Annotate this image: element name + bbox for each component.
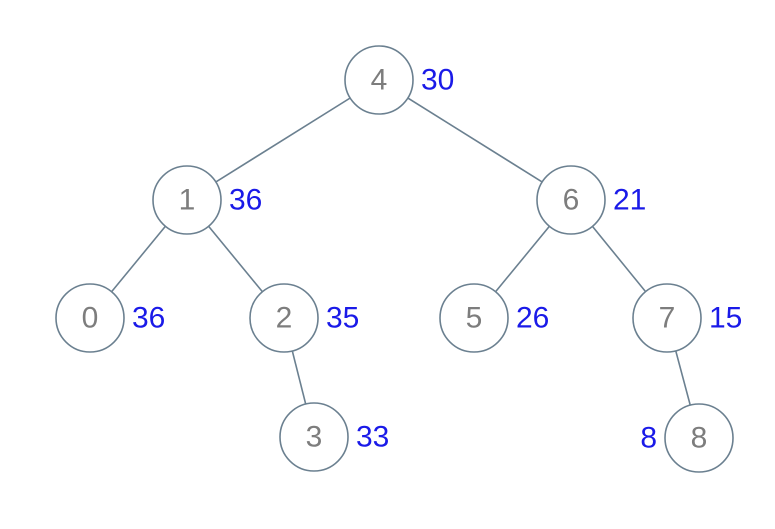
tree-node-id-3: 3 [306, 421, 323, 454]
tree-node-value-6: 21 [613, 184, 646, 217]
tree-node-id-2: 2 [276, 302, 293, 335]
tree-node-circle-4 [344, 45, 414, 115]
tree-node-id-6: 6 [563, 184, 580, 217]
tree-node-7: 7 15 [632, 283, 742, 353]
tree-node-circle-3 [279, 402, 349, 472]
tree-node-id-0: 0 [82, 302, 99, 335]
tree-node-circle-5 [439, 283, 509, 353]
tree-node-value-7: 15 [709, 302, 742, 335]
tree-node-8: 88 [640, 403, 734, 473]
tree-node-6: 6 21 [536, 165, 646, 235]
tree-node-circle-1 [152, 165, 222, 235]
tree-node-id-8: 8 [691, 422, 708, 455]
tree-edge-4-1 [186, 79, 380, 201]
tree-node-value-4: 30 [421, 64, 454, 97]
tree-node-0: 0 36 [55, 283, 165, 353]
tree-node-4: 4 30 [344, 45, 454, 115]
tree-node-id-4: 4 [371, 64, 388, 97]
tree-node-value-2: 35 [326, 302, 359, 335]
tree-node-circle-7 [632, 283, 702, 353]
tree-node-circle-2 [249, 283, 319, 353]
tree-node-value-5: 26 [516, 302, 549, 335]
tree-node-id-5: 5 [466, 302, 483, 335]
tree-node-2: 2 35 [249, 283, 359, 353]
tree-node-value-3: 33 [356, 421, 389, 454]
tree-node-id-1: 1 [179, 184, 196, 217]
tree-node-value-1: 36 [229, 184, 262, 217]
tree-node-value-8: 8 [640, 422, 657, 455]
tree-node-circle-0 [55, 283, 125, 353]
tree-node-id-7: 7 [659, 302, 676, 335]
tree-node-circle-6 [536, 165, 606, 235]
tree-edge-4-6 [378, 79, 572, 201]
tree-node-5: 5 26 [439, 283, 549, 353]
tree-node-value-0: 36 [132, 302, 165, 335]
tree-node-circle-8 [664, 403, 734, 473]
tree-node-1: 1 36 [152, 165, 262, 235]
